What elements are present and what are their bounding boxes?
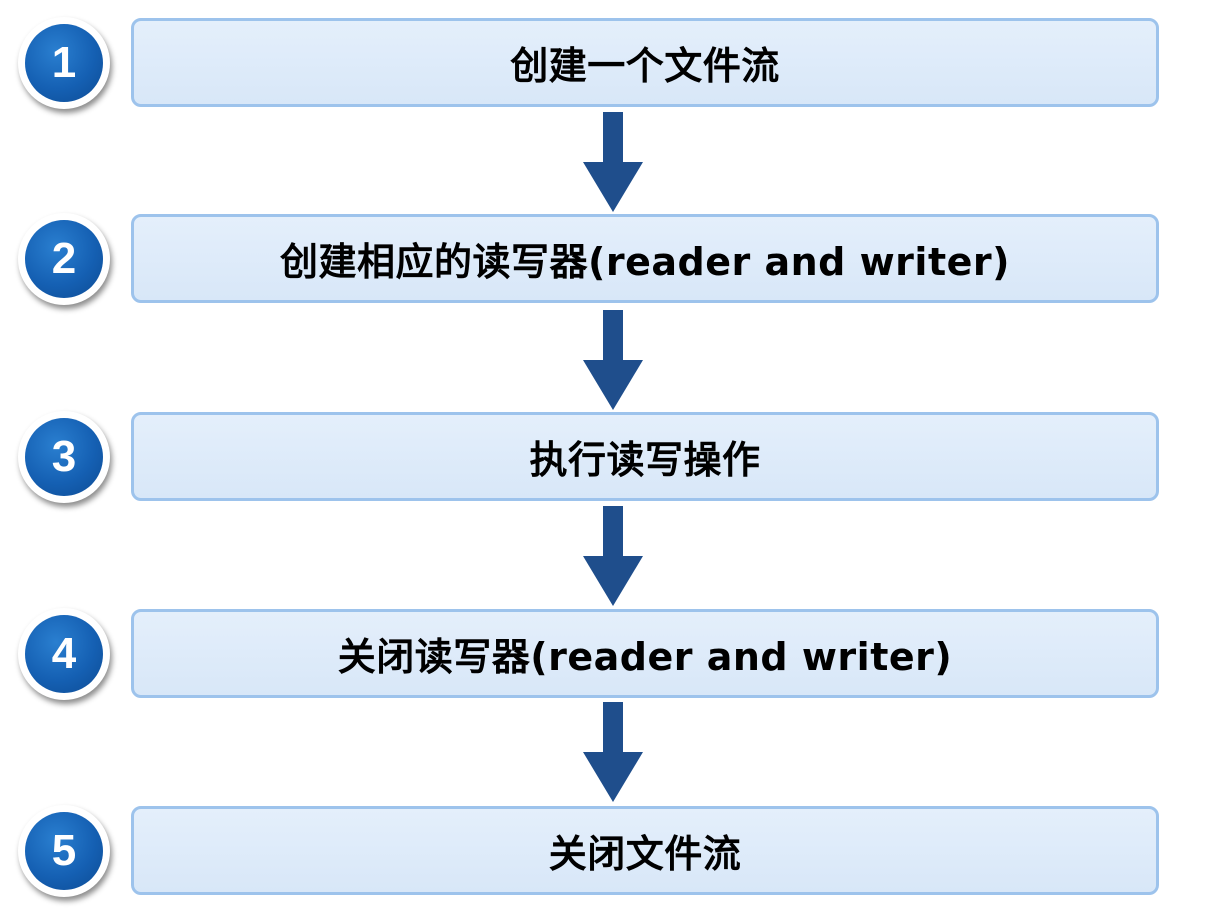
down-arrow-icon (583, 112, 643, 212)
step-number: 1 (25, 24, 103, 102)
step-number-badge: 1 (18, 17, 110, 109)
down-arrow-icon (583, 310, 643, 410)
step-4: 4 关闭读写器(reader and writer) (0, 608, 1222, 704)
step-number-badge: 3 (18, 411, 110, 503)
down-arrow-icon (583, 506, 643, 606)
step-label: 关闭文件流 (548, 832, 742, 876)
step-number-badge: 4 (18, 608, 110, 700)
step-number-badge: 2 (18, 213, 110, 305)
step-2: 2 创建相应的读写器(reader and writer) (0, 213, 1222, 309)
step-number: 5 (25, 812, 103, 890)
step-box: 执行读写操作 (131, 412, 1159, 501)
step-label: 创建相应的读写器(reader and writer) (279, 240, 1010, 284)
step-box: 关闭文件流 (131, 806, 1159, 895)
step-5: 5 关闭文件流 (0, 805, 1222, 901)
step-3: 3 执行读写操作 (0, 411, 1222, 507)
down-arrow-icon (583, 702, 643, 802)
step-label: 关闭读写器(reader and writer) (337, 635, 953, 679)
step-number: 2 (25, 220, 103, 298)
step-number-badge: 5 (18, 805, 110, 897)
step-label: 创建一个文件流 (510, 44, 780, 88)
step-label: 执行读写操作 (529, 438, 761, 482)
step-1: 1 创建一个文件流 (0, 17, 1222, 113)
step-box: 创建相应的读写器(reader and writer) (131, 214, 1159, 303)
step-box: 创建一个文件流 (131, 18, 1159, 107)
step-box: 关闭读写器(reader and writer) (131, 609, 1159, 698)
step-number: 4 (25, 615, 103, 693)
step-number: 3 (25, 418, 103, 496)
